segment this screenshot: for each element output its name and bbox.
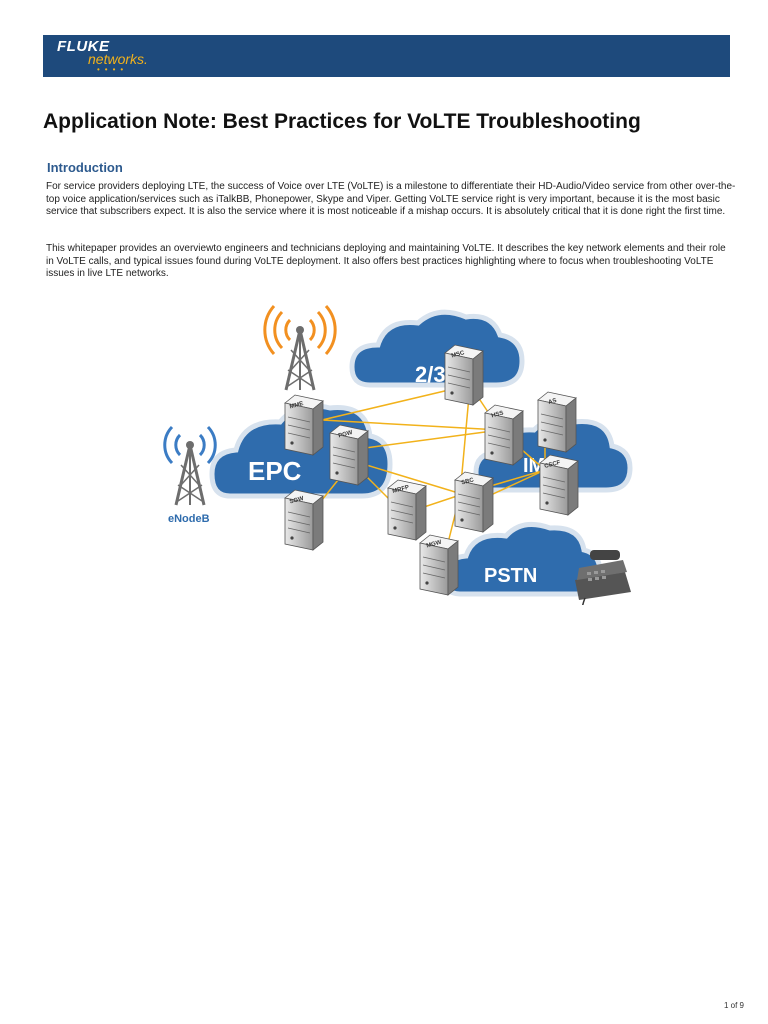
logo-dots-decoration: •••• (97, 65, 129, 74)
page-number: 1 of 9 (723, 1001, 744, 1010)
fluke-networks-logo: FLUKE networks. •••• (57, 38, 207, 74)
server-label-hss: HSS (491, 410, 504, 419)
volte-network-diagram: 2/3G EPC IMS PSTN MME PGW SGW MSC HSS AS… (163, 305, 633, 605)
server-label-msc: MSC (451, 350, 466, 359)
server-label-as: AS (548, 398, 558, 406)
intro-paragraph-2: This whitepaper provides an overviewto e… (46, 243, 726, 279)
server-label-mrfp: MRFP (392, 485, 410, 495)
cloud-2-3g: 2/3G (349, 309, 525, 388)
header-banner: FLUKE networks. •••• (43, 35, 730, 77)
server-label-sbc: SBC (461, 477, 475, 486)
server-label-sgw: SGW (289, 496, 305, 506)
enodeb-tower-icon (163, 425, 217, 507)
cell-tower-top-icon (263, 305, 337, 392)
server-label-mme: MME (289, 401, 304, 410)
cloud-label-pstn: PSTN (484, 565, 537, 587)
document-title: Application Note: Best Practices for VoL… (43, 110, 641, 133)
intro-paragraph-1: For service providers deploying LTE, the… (46, 181, 736, 217)
server-label-mgw: MGW (426, 540, 443, 550)
server-label-cscf: CSCF (544, 460, 562, 470)
section-heading-introduction: Introduction (47, 160, 123, 175)
server-label-pgw: PGW (338, 430, 354, 440)
cloud-label-epc: EPC (248, 456, 302, 486)
telephone-icon (575, 550, 631, 605)
logo-networks-text: networks. (88, 51, 148, 67)
logo-fluke-text: FLUKE (57, 38, 110, 55)
enodeb-label: eNodeB (168, 513, 210, 525)
